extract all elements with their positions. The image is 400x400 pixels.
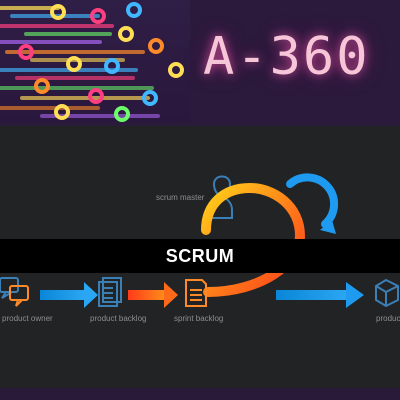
product-owner-icon (0, 277, 29, 307)
bottom-strip (0, 388, 400, 400)
label-sprint-backlog: sprint backlog (174, 314, 224, 323)
pattern-svg (0, 2, 184, 122)
scrum-diagram-svg (0, 173, 399, 308)
label-product-backlog: product backlog (90, 314, 147, 323)
sprint-backlog-icon (185, 279, 207, 307)
decorative-pattern (0, 0, 190, 122)
scrum-cycle-arrow-icon (286, 173, 339, 234)
scrum-title: SCRUM (165, 245, 235, 266)
brand-panel (190, 0, 400, 122)
brand-logo-text: A-360 (203, 27, 370, 87)
pattern-rings (18, 2, 184, 122)
blue-arrow-to-product-backlog (40, 282, 98, 308)
scrum-loop-icon (201, 182, 306, 297)
scrum-title-bar: SCRUM (0, 239, 400, 273)
label-scrum-master: scrum master (156, 193, 205, 202)
label-product: product (376, 314, 400, 323)
orange-arrow-to-sprint-backlog (128, 282, 178, 308)
product-box-icon (375, 278, 399, 308)
label-product-owner: product owner (2, 314, 53, 323)
blue-arrow-to-product (276, 282, 364, 308)
top-banner: A-360 (0, 0, 400, 122)
product-backlog-icon (98, 277, 122, 307)
